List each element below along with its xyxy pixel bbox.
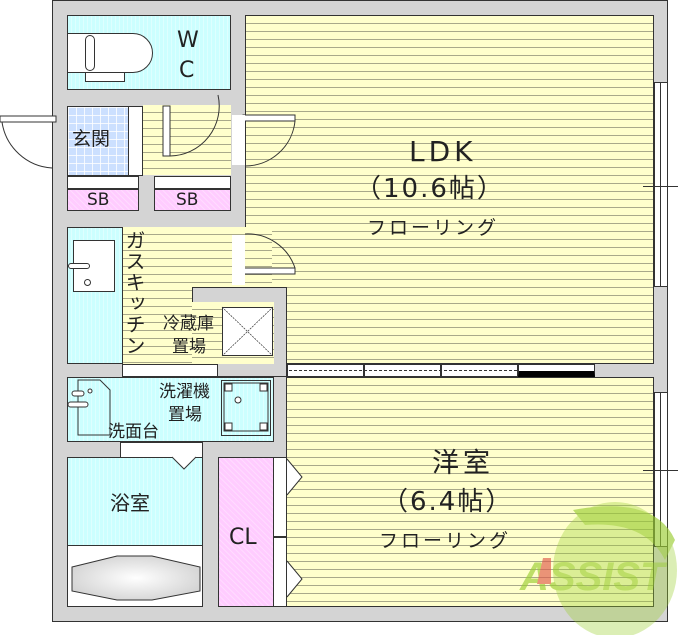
closet-door-lower xyxy=(273,537,287,607)
bathtub-icon xyxy=(71,555,201,601)
washer-icon xyxy=(223,382,269,432)
sb2-storage xyxy=(154,189,231,211)
bath-door-icon xyxy=(171,456,197,470)
window-ldk-tick xyxy=(643,186,678,187)
closet-door-hinge-icon xyxy=(286,458,303,598)
ldk-door-upper-opening xyxy=(232,115,245,165)
fridge-label-2: 置場 xyxy=(172,337,206,357)
toilet-base xyxy=(85,72,125,82)
fridge-label-1: 冷蔵庫 xyxy=(163,314,214,334)
sb2-label: SB xyxy=(176,190,199,210)
window-ldk-mid xyxy=(660,82,661,287)
western-room-name: 洋室 xyxy=(432,448,494,479)
ldk-door-lower-icon xyxy=(242,233,296,275)
washbasin-label: 洗面台 xyxy=(108,422,159,442)
genkan-label: 玄関 xyxy=(72,128,111,150)
washbasin-icon xyxy=(67,379,111,436)
ldk-room xyxy=(245,15,654,364)
sb2-shelf xyxy=(154,176,231,189)
sliding-track-line xyxy=(289,370,517,371)
hallway xyxy=(143,105,231,175)
assist-logo-watermark: ASSIST xyxy=(519,502,677,635)
western-room xyxy=(286,377,654,607)
kitchen-drain xyxy=(84,279,91,286)
toilet-fixture xyxy=(67,33,153,73)
wc-label-c: C xyxy=(179,58,195,83)
western-room-size: （6.4帖） xyxy=(382,487,514,517)
window-ldk xyxy=(654,82,668,287)
sb1-label: SB xyxy=(87,190,110,210)
genkan-entrance xyxy=(67,106,129,176)
kitchen-label: ガスキッチン xyxy=(122,230,146,356)
sliding-door-4[interactable] xyxy=(518,364,595,377)
bath-label: 浴室 xyxy=(110,491,150,515)
kitchen-step xyxy=(122,364,218,377)
sb1-shelf xyxy=(67,176,139,189)
entrance-door-icon xyxy=(0,115,57,169)
kitchen-faucet xyxy=(68,263,90,269)
fridge-space-icon xyxy=(221,306,274,357)
western-room-floor-type: フローリング xyxy=(379,530,512,552)
wc-door-icon xyxy=(162,94,220,157)
ldk-size: （10.6帖） xyxy=(355,174,505,204)
washer-label-1: 洗濯機 xyxy=(159,382,210,402)
ldk-door-upper-icon xyxy=(242,114,296,167)
washer-pan xyxy=(221,380,271,436)
closet-label: CL xyxy=(229,525,257,550)
ldk-door-lower-opening xyxy=(232,235,245,285)
closet-door-upper xyxy=(273,457,287,537)
window-western-mid xyxy=(660,392,661,547)
hallway-step xyxy=(128,106,143,176)
ldk-floor-type: フローリング xyxy=(367,217,500,239)
bath-entry xyxy=(120,442,203,458)
wc-label-w: W xyxy=(177,28,199,53)
sb1-storage xyxy=(67,189,139,211)
closet xyxy=(218,457,274,607)
toilet-tank xyxy=(85,35,95,71)
window-western-tick xyxy=(643,470,678,471)
washer-label-2: 置場 xyxy=(168,405,202,425)
ldk-name: LDK xyxy=(409,135,477,168)
